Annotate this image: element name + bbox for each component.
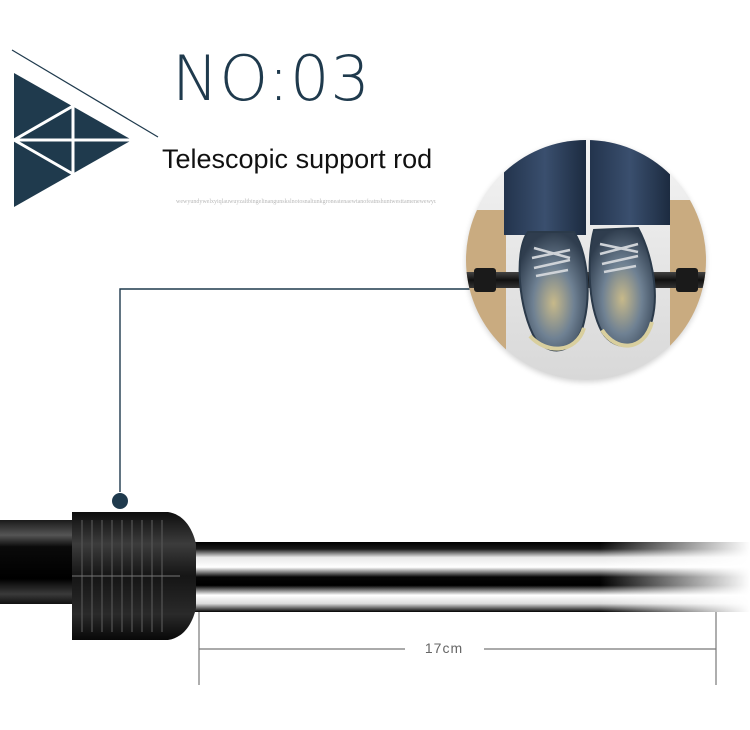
length-label: 17cm (424, 640, 464, 656)
section-number: NO:03 (172, 42, 371, 115)
decorative-fine-print: wewyundywelxyiqlauwuyzaltbingelinangunsk… (176, 199, 436, 205)
feature-title: Telescopic support rod (162, 144, 433, 174)
rod-closeup (0, 512, 750, 640)
triangle-logo-icon (11, 49, 159, 207)
outer-tube (0, 520, 80, 604)
callout-dot (112, 493, 128, 509)
knurled-lock-knob (72, 512, 196, 640)
